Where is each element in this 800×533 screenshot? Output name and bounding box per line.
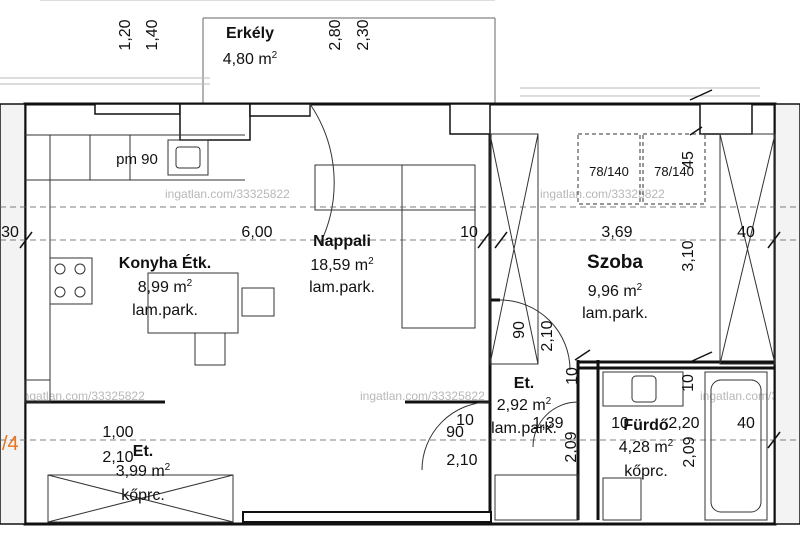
room-name-nappali: Nappali [313,233,371,250]
room-floor-et-left: kőprc. [121,487,165,504]
room-name-erkely: Erkély [226,25,274,42]
counter-label: pm 90 [116,151,158,168]
doors [309,103,579,471]
room-floor-szoba: lam.park. [582,305,648,322]
dim-label: 2,10 [539,320,556,351]
room-name-szoba: Szoba [587,252,643,273]
dim-label: 10 [680,374,697,392]
wardrobe [489,133,776,365]
room-floor-nappali: lam.park. [309,279,375,296]
railing [0,0,760,97]
balcony [202,17,496,104]
dim-label: 1,00 [102,424,133,441]
vertical-dimension-labels: 1,20 1,40 2,80 2,30 3,10 45 90 2,10 10 1… [117,19,698,467]
dim-label: 2,10 [446,452,477,469]
dim-label: 2,80 [327,19,344,50]
dim-label: 10 [611,415,629,432]
dim-label: 10 [564,367,581,385]
edge-mark: /4 [2,433,19,455]
dim-label: 10 [460,224,478,241]
dim-label: 45 [680,151,697,169]
dim-label: 40 [737,224,755,241]
dim-label: 2,30 [355,19,372,50]
furniture-labels: pm 90 78/140 78/140 [116,151,694,179]
stove-icon [49,257,93,305]
dim-label: 3,69 [601,224,632,241]
room-area-erkely: 4,80 m2 [223,50,278,68]
watermark: ingatlan.com/33325822 [165,187,290,201]
watermark: ingatlan.com/33325822 [540,187,665,201]
dim-label: 1,39 [532,415,563,432]
watermark: ingatlan.com/33325822 [360,389,485,403]
dim-label: 1,20 [117,19,134,50]
room-floor-konyha: lam.park. [132,302,198,319]
bed-label: 78/140 [589,164,629,179]
room-name-et-left: Et. [133,443,153,460]
watermark-group: ingatlan.com/33325822 ingatlan.com/33325… [20,187,800,403]
beds [577,133,706,205]
dim-label: 2,09 [681,436,698,467]
room-area-furdo: 4,28 m2 [619,438,674,456]
bed-label: 78/140 [654,164,694,179]
dimension-labels: 6,00 10 3,69 40 30 1,00 2,10 90 10 1,39 … [1,224,755,469]
dim-label: 40 [737,415,755,432]
wall-fills [0,103,800,525]
room-name-furdo: Fürdő [623,417,669,434]
dim-label: 6,00 [241,224,272,241]
room-area-szoba: 9,96 m2 [588,282,643,300]
kitchen-counter [24,134,245,403]
room-name-konyha: Konyha Étk. [119,253,211,272]
dim-label: 90 [446,424,464,441]
dimension-ticks [19,89,781,449]
dim-label: 2,09 [563,431,580,462]
front-door [242,511,492,523]
room-labels: Erkély 4,80 m2 Konyha Étk. 8,99 m2 lam.p… [116,25,674,504]
room-floor-et-mid: lam.park. [491,420,557,437]
dim-label: 2,10 [102,449,133,466]
dim-label: 90 [511,321,528,339]
dimension-lines [0,206,800,441]
room-area-nappali: 18,59 m2 [310,256,374,274]
bath-sink [602,371,684,521]
bathtub [704,371,768,521]
room-area-et-mid: 2,92 m2 [497,396,552,414]
room-area-et-left: 3,99 m2 [116,462,171,480]
dim-label: 1,40 [144,19,161,50]
dim-label: 10 [456,412,474,429]
room-floor-furdo: kőprc. [624,463,668,480]
dim-label: 30 [1,224,19,241]
dining-table [147,272,275,366]
dim-label: 3,10 [680,240,697,271]
watermark: ingatlan.com/33325822 [20,389,145,403]
room-name-et-mid: Et. [514,375,534,392]
room-area-konyha: 8,99 m2 [138,278,193,296]
sofa [314,164,476,329]
entrance-cabinets [47,474,579,523]
dim-label: 2,20 [668,415,699,432]
